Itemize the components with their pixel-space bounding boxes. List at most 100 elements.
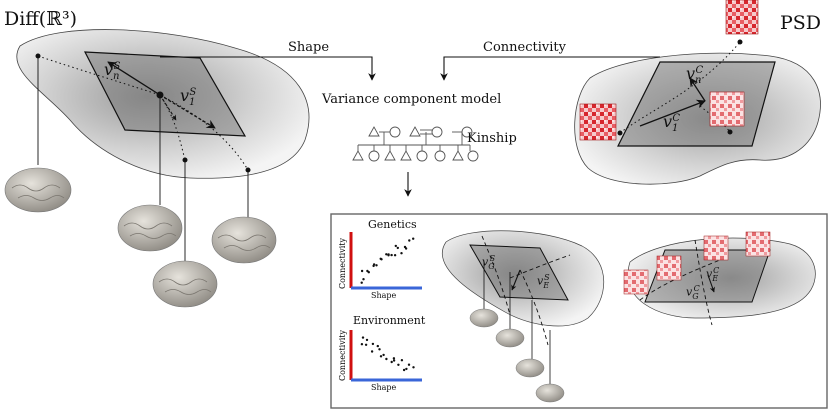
genetics-scatter: [360, 237, 415, 284]
connectivity-vector-n-label: vnC: [686, 64, 709, 86]
genetics-title: Genetics: [368, 218, 417, 231]
connectivity-matrix: [656, 255, 682, 281]
genetics-plot: [349, 232, 422, 290]
pedigree-male: [400, 150, 412, 161]
connectivity-sample-point: [727, 129, 733, 135]
scatter-point: [407, 363, 411, 366]
vector-symbol: v: [104, 60, 114, 79]
connectivity-vector-g-label: vGC: [686, 284, 705, 301]
scatter-point: [397, 363, 400, 366]
pedigree-female: [431, 126, 443, 138]
shape-vector-g-label: vGS: [482, 254, 500, 271]
scatter-point: [396, 246, 399, 250]
scatter-point: [400, 252, 403, 255]
pedigree-female: [389, 126, 401, 138]
brain-surface: [515, 358, 545, 378]
vector-superscript: S: [189, 86, 197, 98]
shape-vector-1-label: v1S: [180, 86, 202, 108]
connectivity-matrix: [623, 269, 649, 295]
scatter-point: [362, 278, 365, 281]
pedigree-male: [452, 150, 464, 161]
connectivity-matrix: [709, 91, 745, 127]
small-shape-geodesic-e: [509, 254, 571, 279]
scatter-point: [390, 253, 393, 257]
vector-symbol: v: [180, 86, 190, 105]
shape-vector-n-label: vnS: [104, 60, 126, 82]
shape-arrow: [160, 56, 376, 81]
small-connectivity-geodesic-e: [694, 239, 713, 326]
brain-surface-group: [4, 167, 277, 308]
scatter-point: [360, 343, 364, 346]
scatter-point: [367, 271, 370, 274]
vector-superscript: S: [113, 60, 121, 72]
scatter-point: [402, 368, 406, 372]
shape-vector-n-arrow: [107, 61, 161, 96]
scatter-point: [376, 344, 379, 348]
environment-xlabel: Shape: [371, 383, 397, 392]
small-connectivity-vector-arrow: [707, 274, 715, 293]
connectivity-arrow-label: Connectivity: [483, 40, 566, 55]
scatter-point: [385, 253, 388, 256]
vector-subscript: E: [543, 280, 550, 290]
scatter-point: [360, 269, 364, 273]
connectivity-geodesic: [619, 41, 741, 134]
connectivity-manifold: [574, 0, 821, 185]
connectivity-vector-1-arrow: [639, 99, 706, 127]
vector-subscript: n: [113, 71, 120, 83]
vector-subscript: 1: [189, 97, 196, 109]
shape-manifold: [16, 29, 310, 262]
scatter-point: [412, 237, 415, 240]
connectivity-sample-point: [737, 39, 743, 45]
environment-ylabel: Connectivity: [338, 329, 347, 381]
scatter-point: [408, 239, 411, 242]
small-shape-geodesic-g: [481, 235, 511, 316]
vector-superscript: C: [695, 64, 704, 76]
scatter-point: [404, 247, 408, 250]
vector-subscript: G: [692, 291, 699, 301]
pedigree-male: [368, 126, 380, 137]
vector-symbol: v: [686, 64, 696, 83]
scatter-point: [375, 264, 378, 267]
shape-vector-1-arrow: [159, 94, 216, 129]
shape-geodesic: [37, 55, 161, 96]
scatter-point: [372, 264, 375, 268]
vector-subscript: G: [488, 261, 495, 271]
connectivity-matrix: [703, 235, 729, 261]
diff-space-label: Diff(ℝ³): [4, 8, 78, 30]
connectivity-manifold-surface: [574, 52, 821, 185]
vector-subscript: n: [695, 75, 702, 87]
scatter-point: [405, 367, 408, 371]
kinship-label: Kinship: [467, 131, 517, 146]
flow-arrows: [160, 56, 660, 197]
scatter-point: [365, 338, 369, 342]
small-shape-manifold: [442, 230, 605, 403]
connectivity-matrix: [725, 0, 759, 35]
psd-space-label: PSD: [780, 12, 822, 34]
environment-plot: [349, 330, 422, 382]
brain-surface: [4, 167, 72, 213]
variance-model-label: Variance component model: [322, 92, 502, 107]
scatter-point: [378, 348, 381, 351]
pedigree-female: [368, 150, 380, 162]
connectivity-arrow: [440, 56, 660, 81]
small-shape-vector-e-arrow: [511, 269, 521, 291]
shape-arrow-label: Shape: [288, 40, 330, 55]
brain-folds: [11, 184, 271, 295]
scatter-point: [390, 360, 393, 364]
pedigree-female: [467, 150, 479, 162]
vector-superscript: S: [489, 254, 496, 263]
scatter-point: [379, 355, 383, 358]
genetics-ylabel: Connectivity: [338, 237, 347, 289]
scatter-point: [371, 342, 375, 346]
brain-surface: [152, 260, 218, 308]
shape-geodesic: [159, 94, 249, 171]
scatter-point: [361, 336, 365, 339]
scatter-point: [394, 244, 397, 248]
connectivity-vector-n-arrow: [689, 77, 706, 102]
connectivity-matrix: [745, 231, 771, 257]
scatter-point: [392, 357, 396, 360]
kinship-pedigree: [352, 126, 479, 162]
scatter-point: [387, 254, 390, 257]
shape-vector-e-label: vES: [537, 273, 555, 290]
